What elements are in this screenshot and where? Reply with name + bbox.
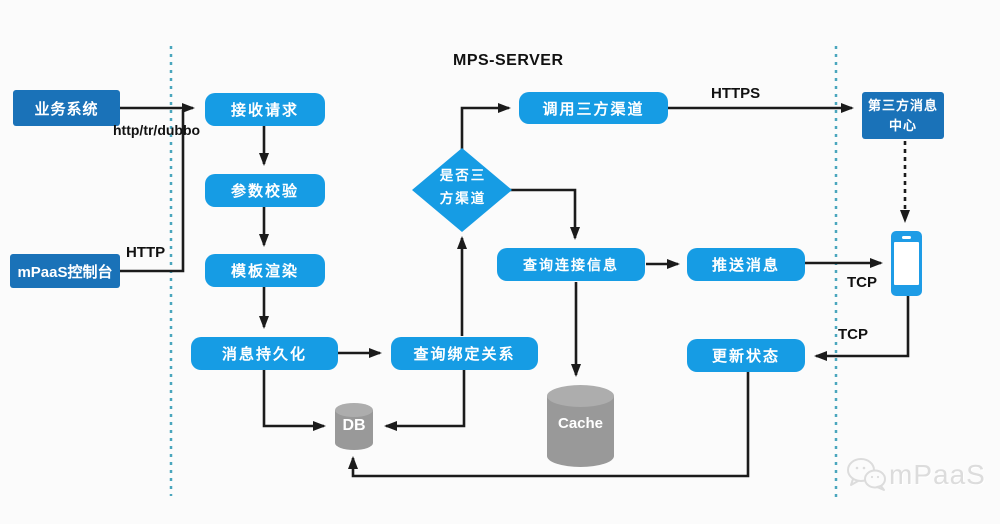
phone-speaker [902, 236, 911, 239]
db-label: DB [342, 417, 366, 434]
diamond-shape [412, 148, 512, 232]
wechat-icon [847, 458, 886, 491]
third-party-center-label: 第三方消息中心 [867, 98, 938, 133]
edge-console-to-receive [120, 110, 185, 273]
edge-persist-to-db [262, 370, 326, 431]
cache-label: Cache [557, 415, 604, 432]
node-query-binding: 查询绑定关系 [391, 337, 538, 370]
edge-binding-to-db [384, 370, 466, 431]
node-business-system: 业务系统 [13, 90, 120, 126]
node-param-check: 参数校验 [205, 174, 325, 207]
label-http-tr-dubbo: http/tr/dubbo [113, 122, 201, 138]
label-http: HTTP [126, 244, 166, 261]
label-tcp-push: TCP [847, 274, 877, 291]
cache-cylinder [547, 385, 614, 468]
mpaas-watermark: mPaaS [845, 455, 986, 495]
phone-screen [894, 242, 919, 285]
node-third-party-center: 第三方消息中心 [862, 92, 944, 139]
is-third-channel-label: 是否三方渠道 [439, 168, 487, 206]
node-mpaas-console: mPaaS控制台 [10, 254, 120, 288]
edge-diamond-to-call [460, 103, 511, 149]
node-push-message: 推送消息 [687, 248, 805, 281]
diagram-title: MPS-SERVER [453, 52, 564, 69]
watermark-text: mPaaS [889, 459, 986, 490]
node-template-render: 模板渲染 [205, 254, 325, 287]
edge-diamond-to-queryconn [509, 188, 580, 240]
db-cylinder [335, 403, 373, 450]
node-is-third-channel: 是否三方渠道 [412, 148, 512, 232]
edge-update-to-db [348, 372, 750, 478]
node-call-third-channel: 调用三方渠道 [519, 92, 668, 124]
node-query-connection: 查询连接信息 [497, 248, 645, 281]
label-https: HTTPS [711, 85, 761, 102]
label-tcp-status: TCP [838, 326, 868, 343]
edge-phone-to-update [814, 296, 910, 361]
phone-icon [891, 231, 922, 296]
node-receive-request: 接收请求 [205, 93, 325, 126]
node-message-persist: 消息持久化 [191, 337, 338, 370]
node-update-status: 更新状态 [687, 339, 805, 372]
